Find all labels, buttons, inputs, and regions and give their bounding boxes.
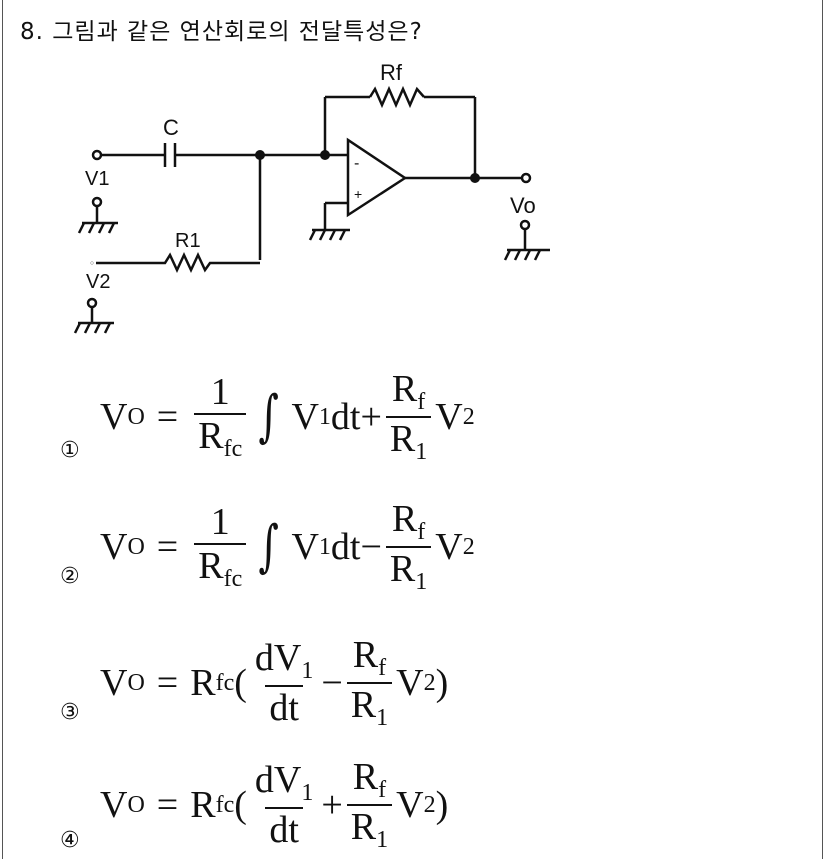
option-number: ② bbox=[60, 564, 80, 589]
ground-opamp bbox=[310, 230, 350, 240]
rf-resistor bbox=[370, 89, 424, 105]
label-v2: V2 bbox=[86, 271, 110, 293]
label-c: C bbox=[163, 115, 179, 140]
label-v1: V1 bbox=[85, 168, 109, 190]
option-number: ④ bbox=[60, 828, 80, 853]
inverting-node bbox=[320, 150, 330, 160]
junction-node bbox=[255, 150, 265, 160]
ground-v1 bbox=[79, 198, 118, 233]
option-number: ③ bbox=[60, 700, 80, 725]
circuit-diagram: C V1 R1 V2 Rf Vo - + bbox=[70, 55, 570, 345]
label-r1: R1 bbox=[175, 230, 201, 252]
label-vo: Vo bbox=[510, 193, 536, 218]
v1-terminal bbox=[93, 151, 101, 159]
vo-terminal bbox=[522, 174, 530, 182]
option-number: ① bbox=[60, 438, 80, 463]
op-amp bbox=[348, 140, 405, 215]
label-minus: - bbox=[354, 155, 359, 172]
label-plus: + bbox=[354, 186, 362, 202]
r1-resistor bbox=[96, 255, 260, 270]
ground-v2 bbox=[75, 299, 114, 333]
question-text: 8. 그림과 같은 연산회로의 전달특성은? bbox=[20, 12, 423, 46]
ground-vo bbox=[505, 221, 550, 260]
output-node bbox=[470, 173, 480, 183]
label-rf: Rf bbox=[380, 60, 403, 85]
